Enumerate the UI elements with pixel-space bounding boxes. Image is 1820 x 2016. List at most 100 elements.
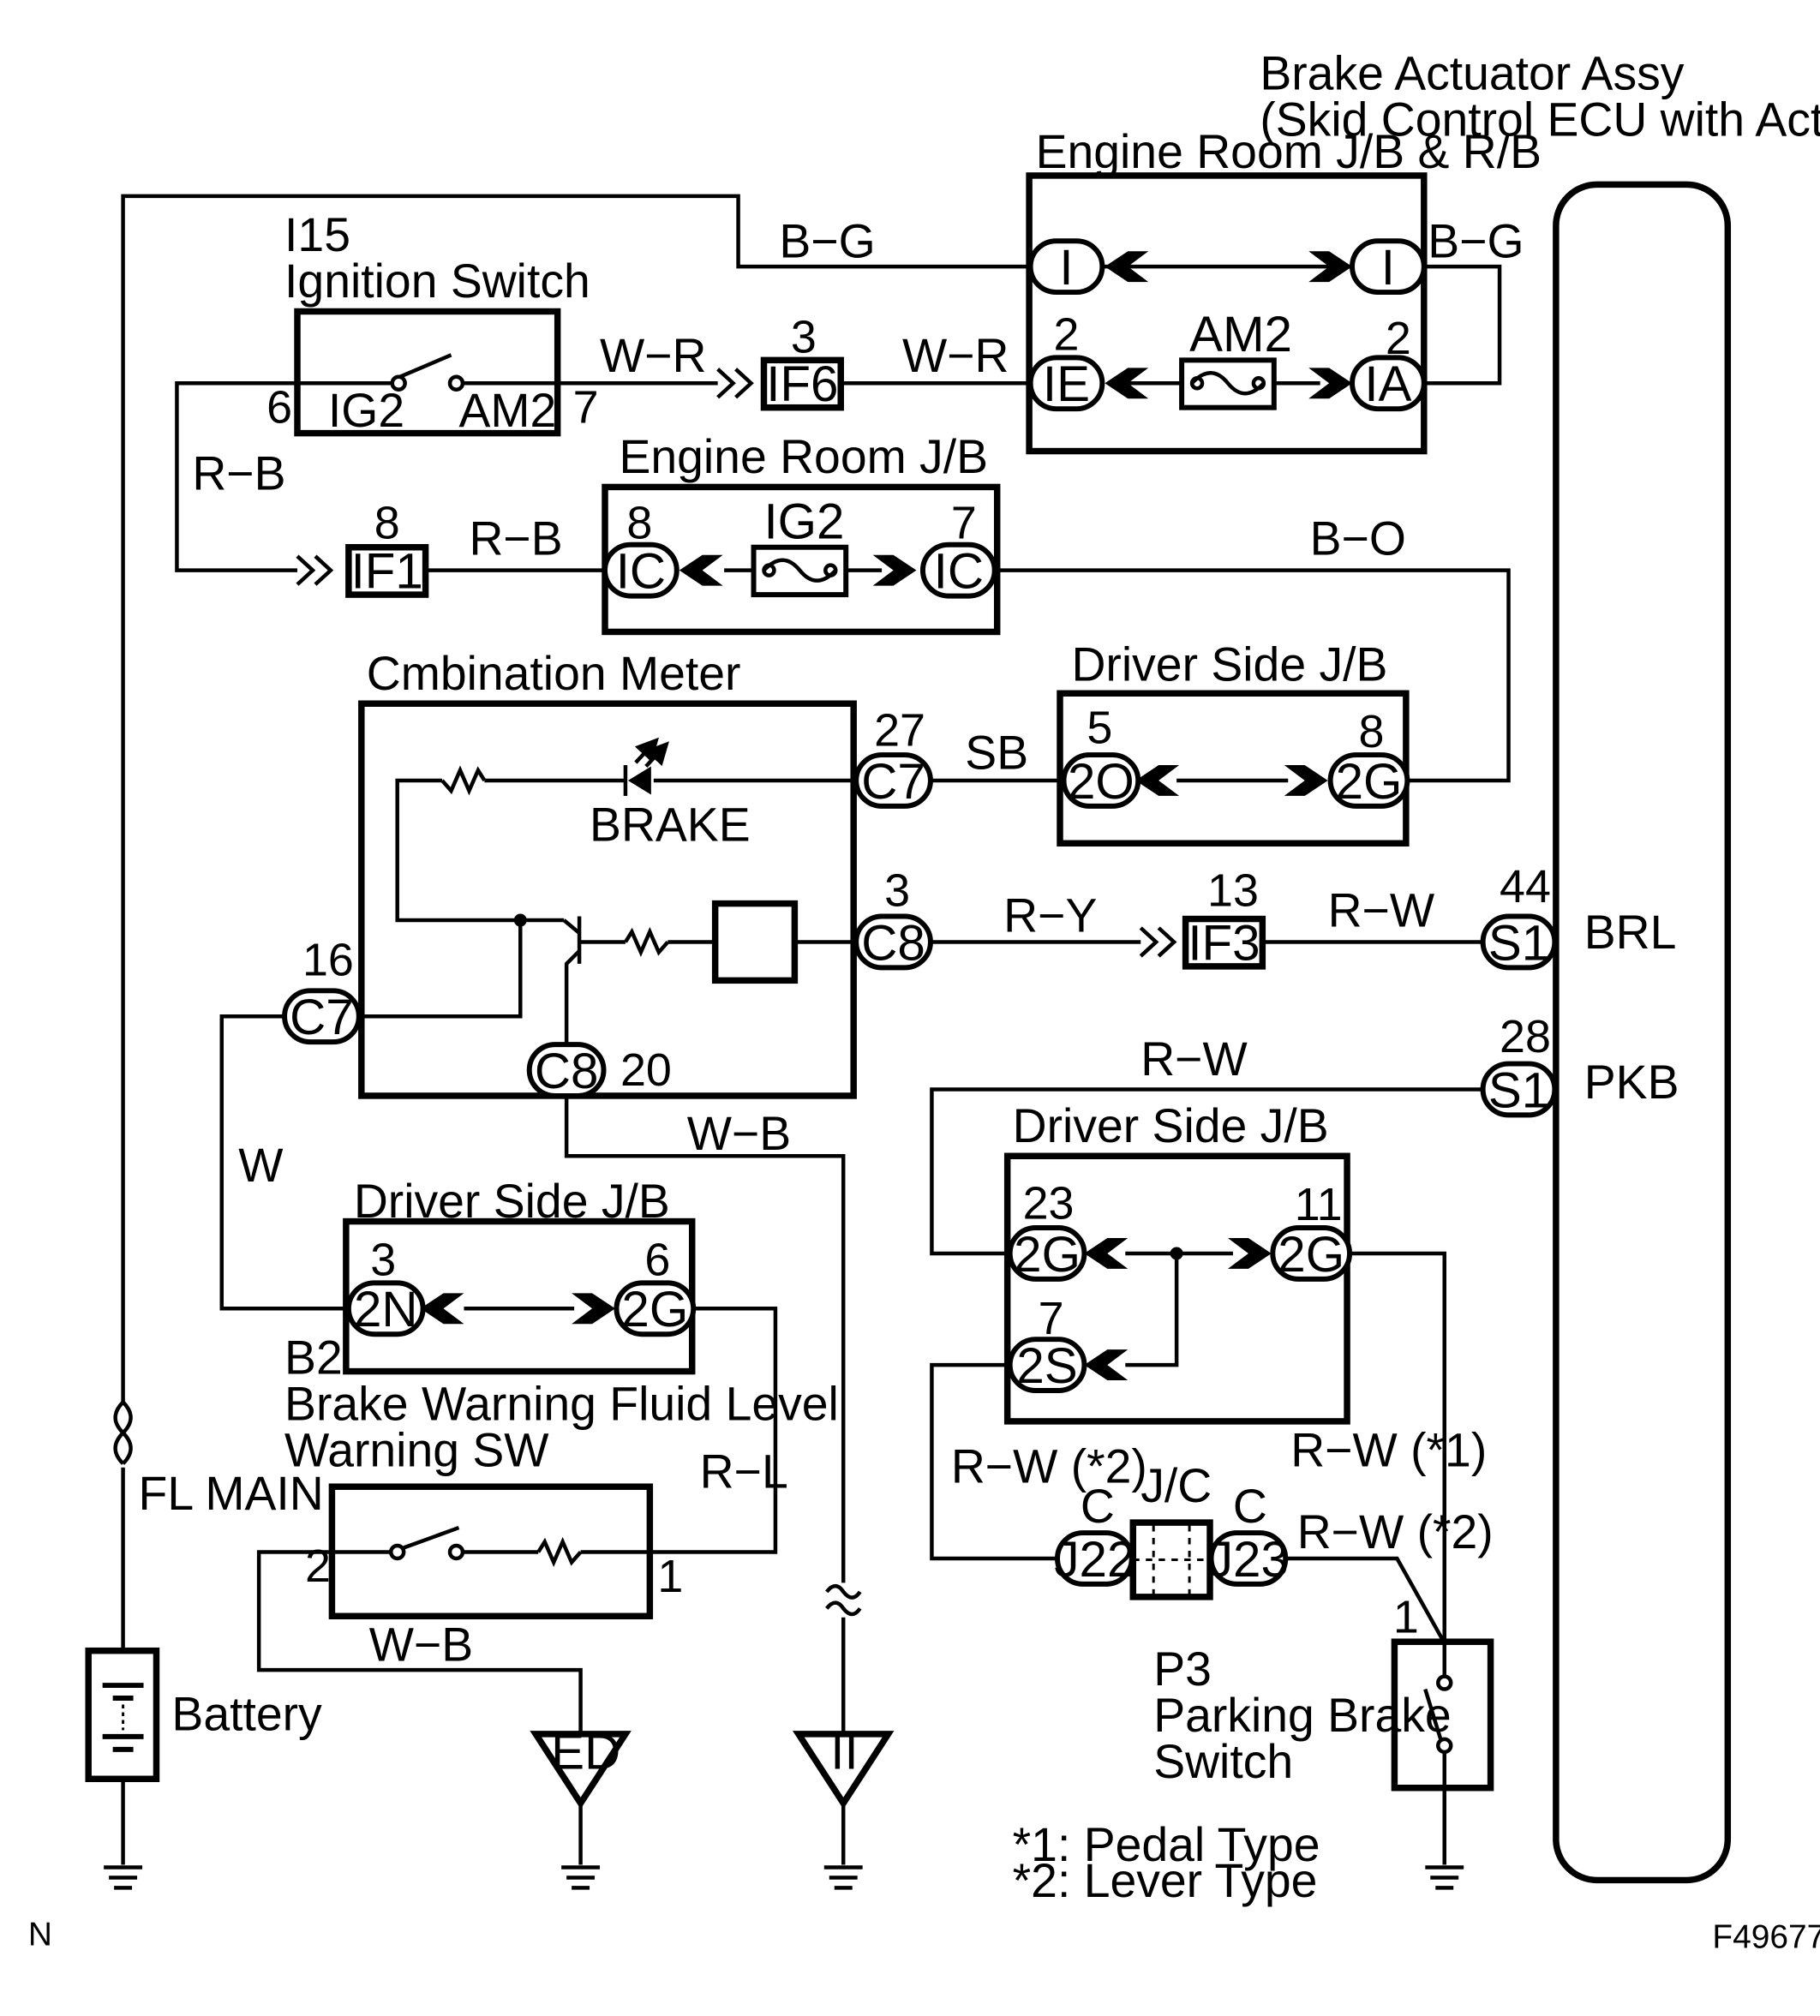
ground-point-ii bbox=[792, 1731, 895, 1810]
pin-ign-6: 6 bbox=[266, 382, 292, 434]
pin-c7-top: 27 bbox=[874, 705, 925, 757]
fluid-sw-name-1: Brake Warning Fluid Level bbox=[284, 1377, 839, 1430]
pin-if6: 3 bbox=[791, 311, 817, 362]
pin-pkb: 28 bbox=[1500, 1011, 1551, 1062]
pin-ie: 2 bbox=[1054, 308, 1080, 360]
wire-rl: R−L bbox=[700, 1445, 788, 1499]
conn-2g-ds3-left: 2G bbox=[1014, 1227, 1081, 1283]
conn-2g-ds3-right: 2G bbox=[1278, 1227, 1344, 1283]
corner-left: N bbox=[28, 1917, 52, 1953]
battery: Battery bbox=[85, 1647, 322, 1783]
conn-s1-brl: S1 bbox=[1488, 915, 1549, 971]
pin-c7-left: 16 bbox=[302, 934, 354, 985]
er-jb-rb-title: Engine Room J/B & R/B bbox=[1036, 125, 1542, 178]
pb-id: P3 bbox=[1153, 1642, 1212, 1696]
wire-wr-1: W−R bbox=[600, 329, 706, 382]
pin-pb-1: 1 bbox=[1393, 1592, 1419, 1643]
pin-2g-ds3-left: 23 bbox=[1023, 1178, 1075, 1229]
conn-if1: IF1 bbox=[351, 544, 423, 600]
conn-i-right: I bbox=[1381, 240, 1395, 296]
conn-ie: IE bbox=[1043, 356, 1090, 412]
ground-point-ed bbox=[530, 1731, 632, 1810]
conn-c8-bottom: C8 bbox=[535, 1044, 599, 1099]
pin-c8-bottom: 20 bbox=[620, 1044, 672, 1096]
pin-sw-2: 2 bbox=[305, 1540, 331, 1592]
ground-icon bbox=[561, 1865, 601, 1890]
fluid-sw-id: B2 bbox=[284, 1331, 343, 1385]
signal-pkb: PKB bbox=[1584, 1056, 1679, 1109]
conn-2s: 2S bbox=[1016, 1338, 1077, 1394]
brake-lamp-label: BRAKE bbox=[590, 798, 751, 851]
actuator-ecu: Brake Actuator Assy (Skid Control ECU wi… bbox=[1260, 47, 1820, 1884]
battery-label: Battery bbox=[171, 1687, 322, 1740]
conn-c7-top: C7 bbox=[861, 754, 925, 810]
signal-brl: BRL bbox=[1584, 906, 1677, 959]
wire-bg-left: B−G bbox=[779, 215, 875, 268]
jc-label: J/C bbox=[1140, 1459, 1212, 1512]
ground-icon bbox=[823, 1865, 863, 1890]
wire-wb-2: W−B bbox=[369, 1618, 473, 1672]
ground-ii-label: II bbox=[830, 1724, 858, 1780]
ig2-fuse-label: IG2 bbox=[763, 494, 844, 549]
ground-ed-label: ED bbox=[551, 1724, 620, 1780]
conn-2o: 2O bbox=[1068, 754, 1135, 810]
wire-sb: SB bbox=[965, 727, 1028, 780]
conn-ic-left: IC bbox=[616, 544, 666, 600]
ignition-id: I15 bbox=[284, 208, 350, 261]
actuator-title-2: (Skid Control ECU with Actuator) bbox=[1260, 93, 1820, 147]
pin-2g-ds3-right: 11 bbox=[1295, 1179, 1343, 1230]
dsjb1-title: Driver Side J/B bbox=[1071, 637, 1387, 691]
wire-rb-2: R−B bbox=[469, 512, 562, 565]
wire-w: W bbox=[238, 1139, 284, 1192]
pin-2o: 5 bbox=[1087, 703, 1112, 754]
combination-meter: Cmbination Meter BRAKE bbox=[356, 647, 857, 1099]
fluid-sw-name-2: Warning SW bbox=[284, 1423, 549, 1476]
ground-points: ED II bbox=[104, 1724, 1464, 1890]
jc-c-left: C bbox=[1081, 1480, 1115, 1533]
dsjb3-title: Driver Side J/B bbox=[1013, 1099, 1329, 1152]
conn-2g-ds2: 2G bbox=[621, 1282, 688, 1337]
conn-j23: J23 bbox=[1208, 1532, 1289, 1588]
conn-i-left: I bbox=[1059, 240, 1073, 296]
wire-labels: B−G B−G W−R W−R R−B R−B B−O SB R−Y R−W R… bbox=[192, 215, 1524, 1672]
pin-ia: 2 bbox=[1386, 313, 1411, 364]
conn-c8-right: C8 bbox=[861, 915, 925, 971]
ignition-terminal-ig2: IG2 bbox=[328, 384, 404, 437]
wire-rw-pkb: R−W bbox=[1140, 1032, 1248, 1086]
pin-numbers: 2 2 3 6 7 8 8 7 27 5 8 3 13 44 16 20 28 … bbox=[266, 308, 1551, 1642]
conn-2n: 2N bbox=[354, 1282, 418, 1337]
pin-brl: 44 bbox=[1500, 861, 1551, 912]
ignition-switch: I15 Ignition Switch IG2 AM2 bbox=[284, 208, 590, 437]
conn-c7-left: C7 bbox=[290, 990, 354, 1045]
dsjb2-title: Driver Side J/B bbox=[354, 1175, 670, 1228]
parking-brake-switch: P3 Parking Brake Switch bbox=[1153, 1638, 1494, 1792]
wire-break-symbol bbox=[825, 1583, 862, 1617]
inline-connector-arrows bbox=[296, 251, 1353, 1381]
note-lever: *2: Lever Type bbox=[1013, 1854, 1318, 1907]
pin-2g-ds1: 8 bbox=[1359, 706, 1385, 757]
pin-2s: 7 bbox=[1039, 1293, 1064, 1344]
figure-id: F49677 bbox=[1712, 1919, 1820, 1956]
wire-ry: R−Y bbox=[1003, 888, 1097, 942]
pin-sw-1: 1 bbox=[657, 1551, 683, 1602]
fluid-level-switch: B2 Brake Warning Fluid Level Warning SW bbox=[284, 1331, 839, 1620]
pin-2n: 3 bbox=[370, 1234, 396, 1285]
pin-ic-left: 8 bbox=[626, 497, 652, 548]
ignition-terminal-am2: AM2 bbox=[458, 384, 556, 437]
pin-ic-right: 7 bbox=[951, 497, 977, 548]
wiring bbox=[121, 194, 1559, 1865]
conn-if6: IF6 bbox=[766, 356, 838, 412]
conn-2g-ds1: 2G bbox=[1336, 754, 1403, 810]
conn-if3: IF3 bbox=[1188, 915, 1260, 971]
connector-pills: I I IE IA IF6 IF1 IC IC C7 2O 2G C8 IF3 … bbox=[282, 238, 1558, 1588]
driver-side-jb-2: Driver Side J/B bbox=[343, 1175, 696, 1375]
ground-icon bbox=[1425, 1865, 1464, 1890]
note-pedal: *1: Pedal Type bbox=[1013, 1818, 1320, 1871]
pb-name-1: Parking Brake bbox=[1153, 1689, 1452, 1742]
wire-wr-2: W−R bbox=[902, 329, 1009, 382]
pin-c8-right: 3 bbox=[884, 865, 910, 917]
wire-rb-1: R−B bbox=[192, 446, 285, 500]
conn-j22: J22 bbox=[1054, 1532, 1135, 1588]
actuator-title-1: Brake Actuator Assy bbox=[1260, 47, 1684, 100]
